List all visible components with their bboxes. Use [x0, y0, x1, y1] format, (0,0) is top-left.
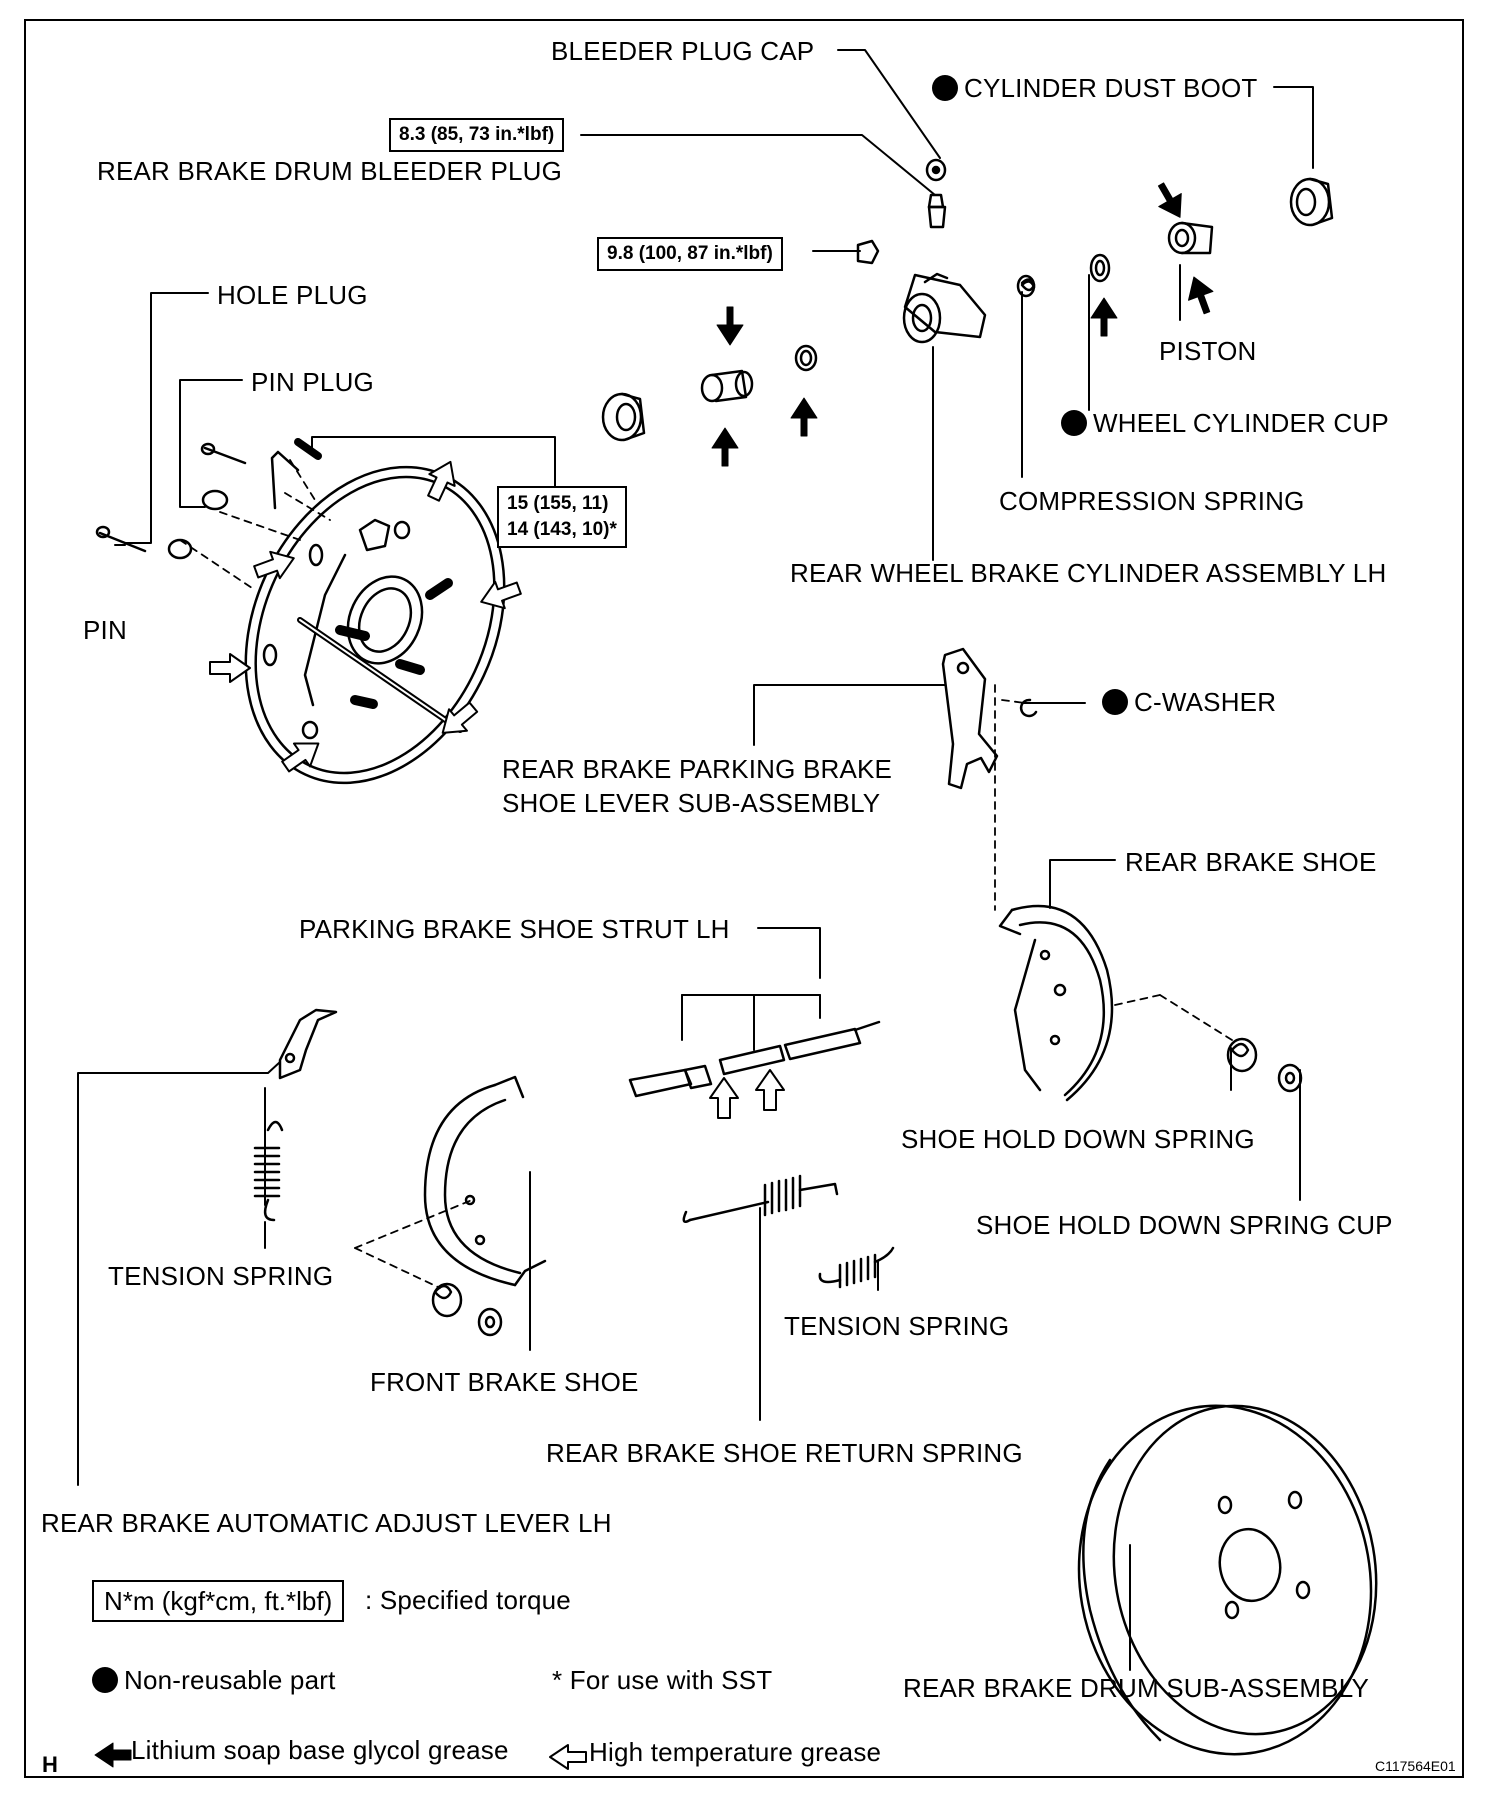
c-washer-part [1019, 698, 1038, 718]
piston-part-left [700, 369, 754, 403]
label-cylinder-dust-boot-text: CYLINDER DUST BOOT [964, 73, 1258, 103]
label-tension-spring-left: TENSION SPRING [108, 1261, 334, 1291]
wheel-cylinder-body [902, 272, 987, 344]
hole-plug-part [167, 538, 193, 560]
cylinder-dust-boot-right [1289, 177, 1334, 227]
piston-part-right [1167, 221, 1214, 255]
label-parking-brake-lever-line2: SHOE LEVER SUB-ASSEMBLY [502, 788, 881, 818]
label-wheel-cylinder-cup: WHEEL CYLINDER CUP [1061, 408, 1389, 438]
rear-brake-shoe-part [998, 904, 1114, 1102]
cylinder-bolt-part [856, 239, 880, 265]
legend-high-temp-arrow-symbol [549, 1744, 587, 1770]
torque-bleeder: 8.3 (85, 73 in.*lbf) [389, 118, 565, 152]
pin-plug-part [201, 489, 229, 511]
adjust-lever-part [278, 1008, 338, 1080]
label-rear-brake-shoe-return-spring: REAR BRAKE SHOE RETURN SPRING [546, 1438, 1023, 1468]
backing-plate-part [244, 465, 506, 785]
legend-non-reusable: Non-reusable part [92, 1665, 336, 1695]
bleeder-pipe-part [270, 438, 322, 510]
shoe-hold-down-spring-right [1226, 1037, 1258, 1073]
shoe-hold-down-spring-left [431, 1282, 463, 1318]
label-pin-plug: PIN PLUG [251, 367, 374, 397]
high-temp-grease-arrows-plate [209, 460, 522, 773]
backing-plate-studs [335, 578, 453, 709]
label-compression-spring: COMPRESSION SPRING [999, 486, 1305, 516]
legend-non-reusable-text: Non-reusable part [124, 1665, 336, 1695]
legend-lithium-grease: Lithium soap base glycol grease [131, 1735, 509, 1765]
corner-letter: H [42, 1752, 59, 1777]
pin-part [95, 442, 247, 553]
return-spring-part [682, 1174, 839, 1223]
leader-lines [77, 49, 1314, 1671]
torque-backing-plate: 15 (155, 11) 14 (143, 10)* [497, 486, 627, 548]
legend-lithium-arrow-symbol [94, 1742, 132, 1768]
legend-torque-unit-text: : Specified torque [365, 1585, 571, 1615]
label-shoe-hold-down-spring-cup: SHOE HOLD DOWN SPRING CUP [976, 1210, 1393, 1240]
figure-code: C117564E01 [1375, 1758, 1456, 1774]
label-hole-plug: HOLE PLUG [217, 280, 368, 310]
non-reusable-icon [932, 75, 958, 101]
label-wheel-cylinder-cup-text: WHEEL CYLINDER CUP [1093, 408, 1389, 438]
shoe-hold-down-cup-left [477, 1307, 503, 1337]
parking-lever-part [941, 647, 999, 790]
legend-high-temp-grease: High temperature grease [589, 1737, 882, 1767]
wheel-cylinder-cup-left [794, 344, 818, 372]
torque-cylinder-bolt: 9.8 (100, 87 in.*lbf) [597, 237, 783, 271]
non-reusable-icon [1102, 689, 1128, 715]
label-parking-brake-lever-line1: REAR BRAKE PARKING BRAKE [502, 754, 893, 784]
label-cylinder-dust-boot: CYLINDER DUST BOOT [932, 73, 1258, 103]
label-pin: PIN [83, 615, 127, 645]
shoe-hold-down-cup-right [1277, 1063, 1303, 1093]
bleeder-plug-cap-part [925, 158, 947, 182]
tension-spring-left-part [253, 1120, 284, 1222]
legend-torque-unit-box: N*m (kgf*cm, ft.*lbf) [92, 1580, 345, 1622]
label-front-brake-shoe: FRONT BRAKE SHOE [370, 1367, 639, 1397]
cylinder-dust-boot-left [601, 392, 646, 442]
label-piston: PISTON [1159, 336, 1257, 366]
label-parking-brake-shoe-strut: PARKING BRAKE SHOE STRUT LH [299, 914, 730, 944]
label-rear-brake-drum-bleeder-plug: REAR BRAKE DRUM BLEEDER PLUG [97, 156, 563, 186]
label-rear-brake-drum-sub-assembly: REAR BRAKE DRUM SUB-ASSEMBLY [903, 1673, 1369, 1703]
tension-spring-right-part [818, 1246, 895, 1289]
non-reusable-icon [92, 1667, 118, 1693]
front-brake-shoe-part [423, 1075, 547, 1287]
label-tension-spring-right: TENSION SPRING [784, 1311, 1010, 1341]
strut-part [628, 1020, 881, 1098]
compression-spring-part [1016, 274, 1036, 298]
label-c-washer: C-WASHER [1102, 687, 1276, 717]
wheel-cylinder-cup-part [1089, 253, 1111, 283]
brake-drum-part [1077, 1404, 1378, 1756]
label-shoe-hold-down-spring: SHOE HOLD DOWN SPRING [901, 1124, 1255, 1154]
label-bleeder-plug-cap: BLEEDER PLUG CAP [551, 36, 815, 66]
high-temp-grease-arrows-strut [709, 1069, 785, 1119]
label-rear-brake-shoe: REAR BRAKE SHOE [1125, 847, 1377, 877]
lithium-grease-arrows [711, 182, 1214, 467]
torque-backing-plate-line1: 15 (155, 11) [507, 493, 609, 514]
figure-frame [24, 19, 1464, 1778]
label-rear-wheel-brake-cylinder: REAR WHEEL BRAKE CYLINDER ASSEMBLY LH [790, 558, 1387, 588]
torque-backing-plate-line2: 14 (143, 10)* [507, 519, 617, 540]
non-reusable-icon [1061, 410, 1087, 436]
legend-sst-note: * For use with SST [552, 1665, 773, 1695]
bleeder-plug-part [927, 193, 947, 229]
label-rear-brake-automatic-adjust-lever: REAR BRAKE AUTOMATIC ADJUST LEVER LH [41, 1508, 612, 1538]
label-c-washer-text: C-WASHER [1134, 687, 1277, 717]
